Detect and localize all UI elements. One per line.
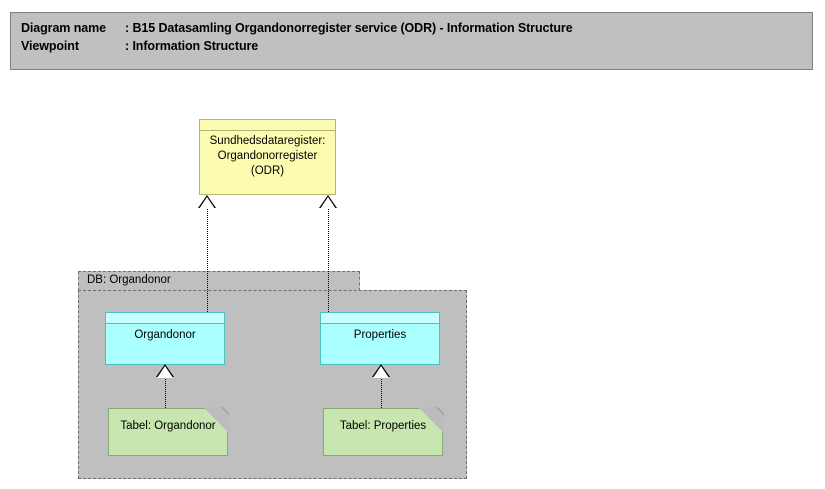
diagram-name-value: B15 Datasamling Organdonorregister servi… <box>132 21 573 35</box>
realization-properties-to-odr-arrowhead <box>320 197 336 209</box>
data-object-label-line3: (ODR) <box>250 165 285 177</box>
artifact-tabel-properties[interactable]: Tabel: Properties <box>323 407 444 456</box>
realization-tabel-organdonor-arrowhead <box>157 366 173 378</box>
data-object-label-line1: Sundhedsdataregister: <box>209 135 326 147</box>
realization-organdonor-to-odr-line <box>207 208 208 312</box>
data-object-label-line2: Organdonorregister <box>217 150 318 162</box>
organdonor-label: Organdonor <box>134 329 196 341</box>
properties-header-bar <box>321 313 439 324</box>
data-object-properties[interactable]: Properties <box>320 312 440 365</box>
data-object-odr[interactable]: Sundhedsdataregister: Organdonorregister… <box>199 119 336 195</box>
group-tab <box>78 271 360 291</box>
artifact-properties-label: Tabel: Properties <box>339 420 427 432</box>
properties-label: Properties <box>353 329 407 341</box>
viewpoint-label: Viewpoint <box>21 39 79 53</box>
diagram-title-banner: Diagram name: B15 Datasamling Organdonor… <box>10 12 813 70</box>
artifact-tabel-organdonor[interactable]: Tabel: Organdonor <box>108 407 229 456</box>
organdonor-header-bar <box>106 313 224 324</box>
realization-tabel-properties-line <box>381 377 382 408</box>
viewpoint-line: Viewpoint: Information Structure <box>21 37 812 55</box>
artifact-organdonor-label: Tabel: Organdonor <box>120 420 216 432</box>
diagram-name-line: Diagram name: B15 Datasamling Organdonor… <box>21 19 812 37</box>
viewpoint-value: Information Structure <box>132 39 259 53</box>
data-object-organdonor[interactable]: Organdonor <box>105 312 225 365</box>
diagram-name-label: Diagram name <box>21 21 106 35</box>
data-object-header-bar <box>200 120 335 131</box>
diagram-name-separator: : <box>125 21 133 35</box>
viewpoint-separator: : <box>125 39 133 53</box>
group-label: DB: Organdonor <box>87 274 171 286</box>
realization-organdonor-to-odr-arrowhead <box>199 197 215 209</box>
realization-properties-to-odr-line <box>328 208 329 312</box>
realization-tabel-properties-arrowhead <box>373 366 389 378</box>
realization-tabel-organdonor-line <box>165 377 166 408</box>
